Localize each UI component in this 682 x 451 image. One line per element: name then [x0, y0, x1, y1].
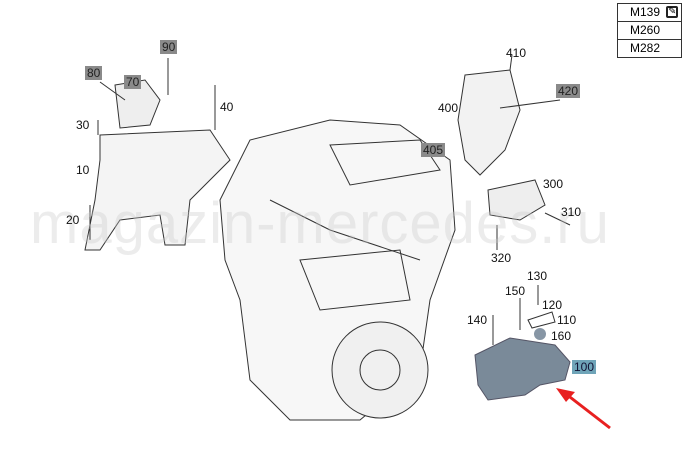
- callout-160[interactable]: 160: [551, 329, 572, 343]
- edit-icon[interactable]: ✎: [666, 6, 678, 18]
- variant-label: M139: [630, 5, 661, 19]
- mount-300: [487, 179, 546, 221]
- variant-m282[interactable]: M282: [618, 40, 681, 57]
- bracket-400: [457, 69, 521, 176]
- variant-m260[interactable]: M260: [618, 22, 681, 40]
- watermark: magazin-mercedes.ru: [30, 191, 610, 256]
- engine-variant-table: M139 ✎ M260 M282: [617, 3, 682, 58]
- callout-310[interactable]: 310: [561, 205, 582, 219]
- variant-label: M282: [630, 41, 661, 55]
- nut-160: [534, 328, 546, 340]
- callout-90[interactable]: 90: [160, 40, 178, 54]
- callout-20[interactable]: 20: [66, 213, 80, 227]
- callout-30[interactable]: 30: [76, 118, 90, 132]
- callout-400[interactable]: 400: [438, 101, 459, 115]
- callout-70[interactable]: 70: [124, 75, 142, 89]
- callout-420[interactable]: 420: [556, 84, 581, 98]
- callout-10[interactable]: 10: [76, 163, 90, 177]
- red-arrow: [565, 392, 611, 430]
- engine-mount-bracket-left: [84, 129, 231, 251]
- callout-130[interactable]: 130: [527, 269, 548, 283]
- variant-m139[interactable]: M139 ✎: [618, 4, 681, 22]
- callout-320[interactable]: 320: [491, 251, 512, 265]
- callout-410[interactable]: 410: [506, 46, 527, 60]
- callout-80[interactable]: 80: [85, 66, 103, 80]
- callout-300[interactable]: 300: [543, 177, 564, 191]
- variant-label: M260: [630, 23, 661, 37]
- callout-140[interactable]: 140: [467, 313, 488, 327]
- callout-120[interactable]: 120: [542, 298, 563, 312]
- callout-405[interactable]: 405: [421, 143, 446, 157]
- callout-110[interactable]: 110: [557, 313, 577, 327]
- callout-100[interactable]: 100: [572, 360, 597, 374]
- transmission-mount-100: [474, 337, 571, 401]
- callout-40[interactable]: 40: [220, 100, 234, 114]
- callout-150[interactable]: 150: [505, 284, 526, 298]
